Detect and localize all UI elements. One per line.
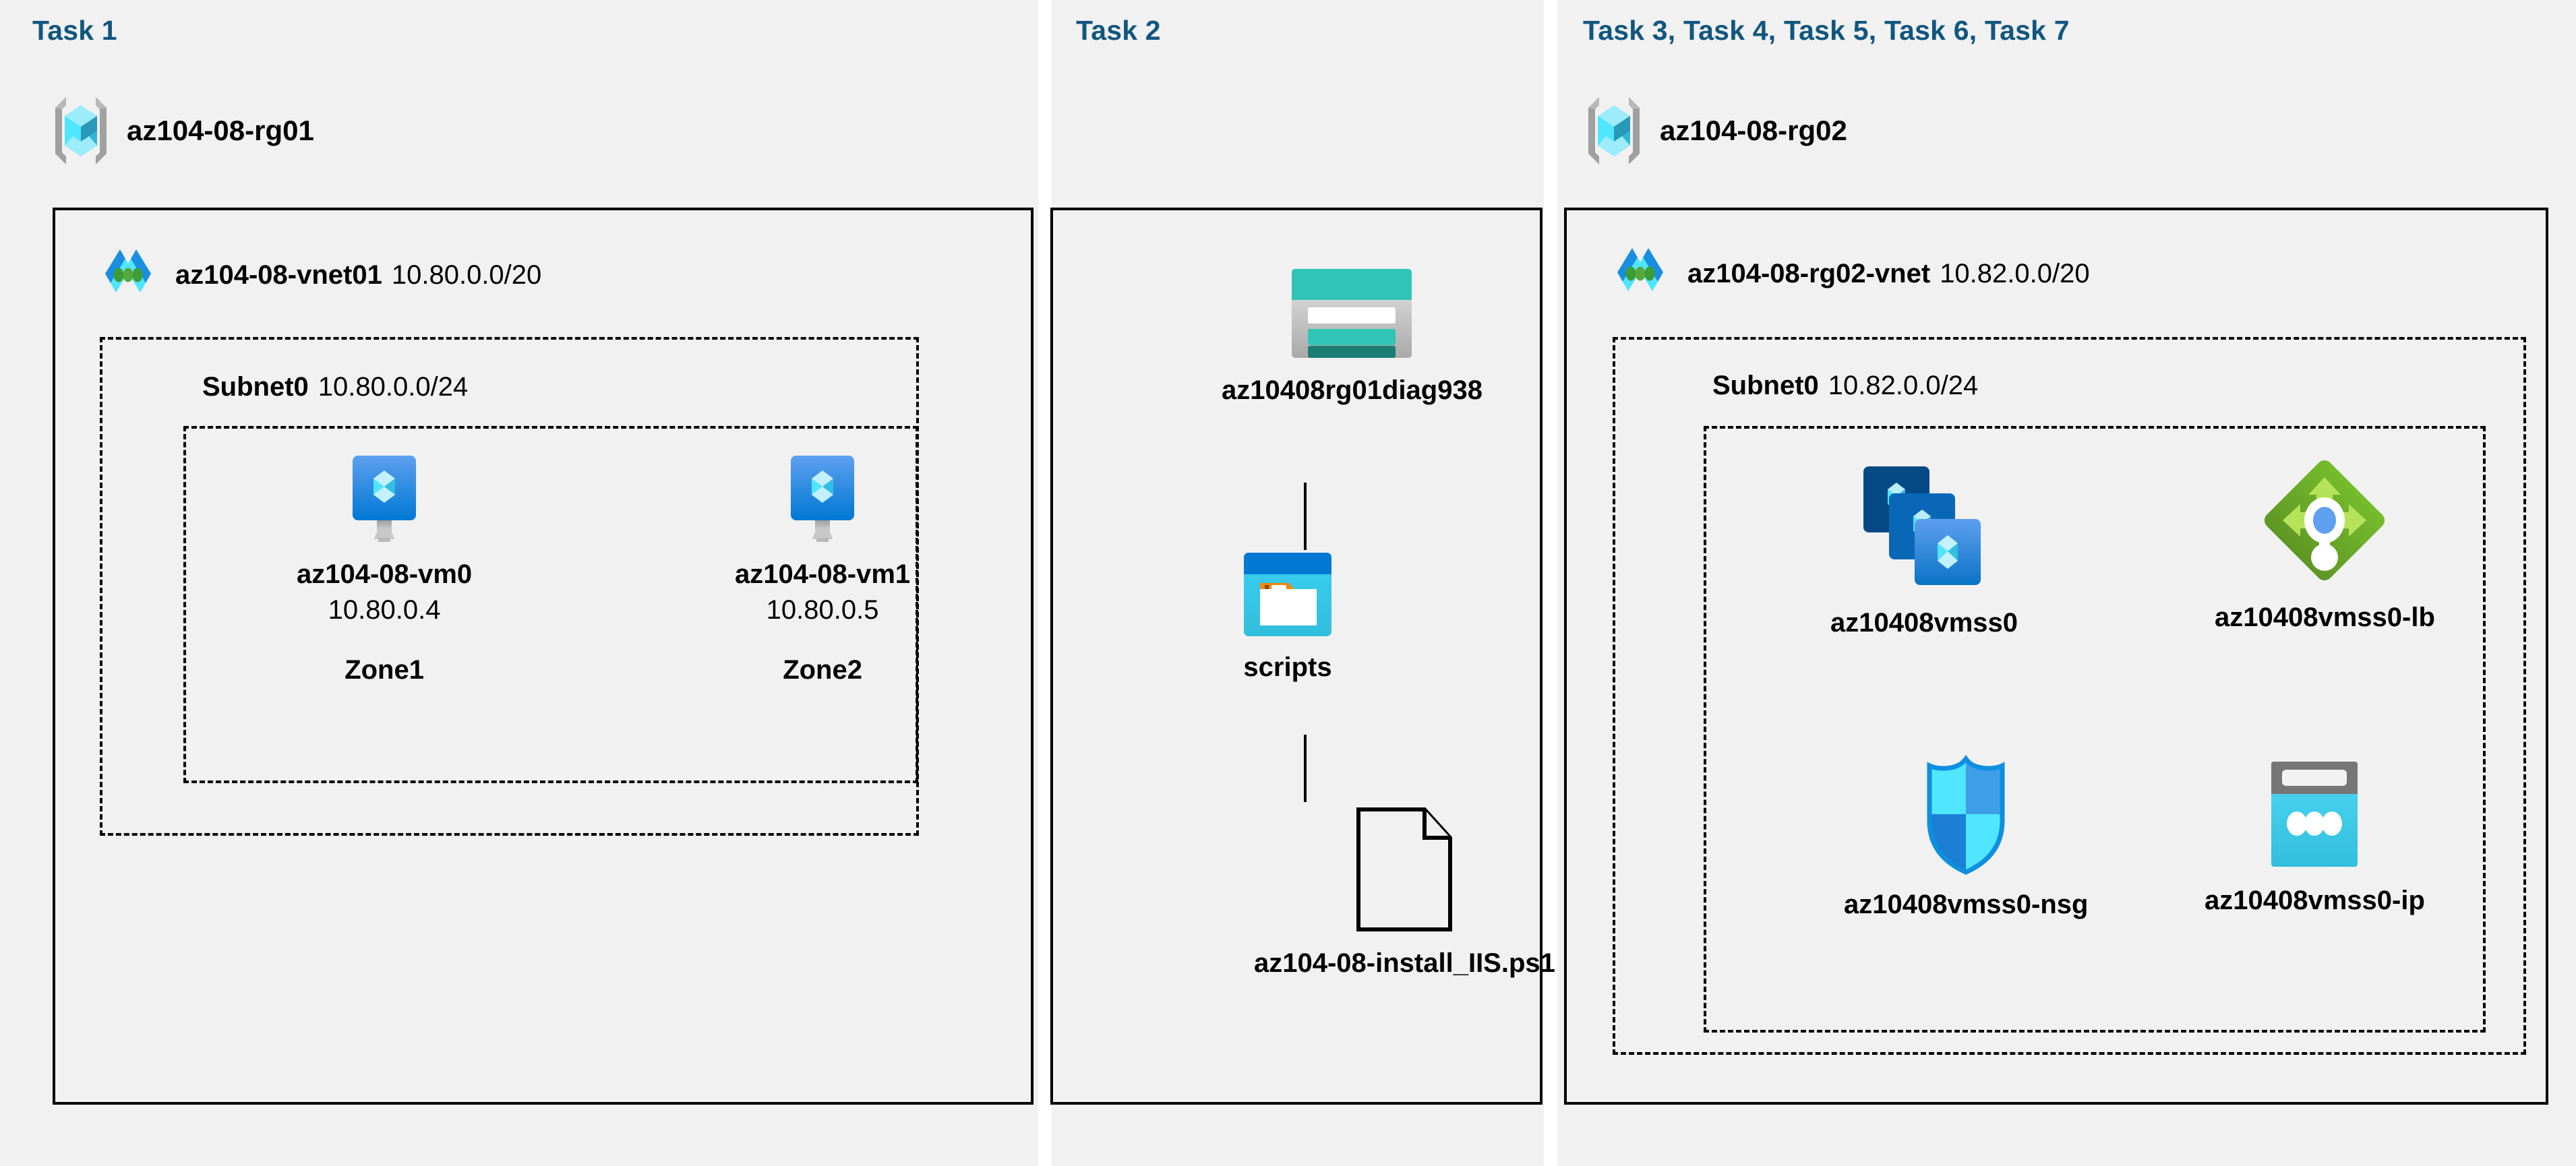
file-document-icon xyxy=(1354,805,1454,933)
vm-zone: Zone1 xyxy=(345,655,424,685)
storage-account-name: az10408rg01diag938 xyxy=(1222,375,1482,405)
task3-7-panel xyxy=(1557,0,2576,1166)
subnet-cidr: 10.80.0.0/24 xyxy=(318,372,469,402)
task3-7-subnet-header: Subnet0 10.82.0.0/24 xyxy=(1712,371,1978,401)
virtual-machine-icon xyxy=(345,453,424,545)
network-security-group-icon xyxy=(1912,754,2020,875)
resource-group-name: az104-08-rg01 xyxy=(127,115,314,146)
vm-name: az104-08-vm0 xyxy=(297,559,473,589)
task1-vm-group-box xyxy=(183,426,918,783)
task3-7-resource-group: az104-08-rg02 xyxy=(1586,94,1847,167)
resource-group-icon xyxy=(1586,94,1642,167)
task3-7-resource-group-box xyxy=(1704,426,2486,1033)
resource-group-icon xyxy=(53,94,109,167)
task2-title: Task 2 xyxy=(1076,15,1161,46)
vm-scale-set-icon xyxy=(1857,458,1991,593)
virtual-network-icon xyxy=(1608,241,1673,306)
connector-storage-to-container xyxy=(1304,483,1307,550)
resource-group-name: az104-08-rg02 xyxy=(1660,115,1847,146)
task3-7-title: Task 3, Task 4, Task 5, Task 6, Task 7 xyxy=(1583,15,2070,46)
vm-ip: 10.80.0.4 xyxy=(328,595,441,625)
storage-account-node[interactable]: az10408rg01diag938 xyxy=(1222,266,1482,406)
task3-7-subnet-box xyxy=(1613,337,2526,1055)
nsg-name: az10408vmss0-nsg xyxy=(1844,890,2089,919)
vnet-name: az104-08-rg02-vnet xyxy=(1687,258,1931,288)
task1-panel xyxy=(0,0,1038,1166)
blob-container-name: scripts xyxy=(1243,652,1332,682)
storage-account-icon xyxy=(1289,266,1414,361)
vnet-cidr: 10.80.0.0/20 xyxy=(391,259,542,290)
task3-7-vnet-header: az104-08-rg02-vnet 10.82.0.0/20 xyxy=(1608,241,2090,306)
task2-box xyxy=(1050,208,1542,1105)
vm-zone: Zone2 xyxy=(783,655,862,685)
virtual-network-icon xyxy=(96,243,160,307)
public-ip-address-icon xyxy=(2260,758,2368,871)
task1-vnet-header: az104-08-vnet01 10.80.0.0/20 xyxy=(96,243,541,307)
task3-7-vnet-box xyxy=(1564,208,2548,1105)
load-balancer-node[interactable]: az10408vmss0-lb xyxy=(2215,453,2435,633)
load-balancer-name: az10408vmss0-lb xyxy=(2215,603,2435,632)
vnet-cidr: 10.82.0.0/20 xyxy=(1940,258,2090,288)
task1-resource-group: az104-08-rg01 xyxy=(53,94,314,167)
subnet-name: Subnet0 xyxy=(1712,371,1819,400)
task1-vnet-box xyxy=(53,208,1034,1105)
task1-subnet-header: Subnet0 10.80.0.0/24 xyxy=(202,372,468,402)
vnet-name: az104-08-vnet01 xyxy=(175,259,382,290)
file-name: az104-08-install_IIS.ps1 xyxy=(1254,948,1555,978)
public-ip-name: az10408vmss0-ip xyxy=(2205,886,2425,915)
virtual-machine-icon xyxy=(783,453,862,545)
vm-ip: 10.80.0.5 xyxy=(766,595,879,625)
load-balancer-icon xyxy=(2257,453,2392,588)
vm-name: az104-08-vm1 xyxy=(735,559,911,589)
subnet-cidr: 10.82.0.0/24 xyxy=(1828,371,1979,400)
nsg-node[interactable]: az10408vmss0-nsg xyxy=(1844,754,2088,920)
public-ip-node[interactable]: az10408vmss0-ip xyxy=(2205,758,2425,916)
blob-container-icon xyxy=(1242,551,1333,638)
vm-node-0[interactable]: az104-08-vm0 10.80.0.4 Zone1 xyxy=(297,453,472,685)
task1-title: Task 1 xyxy=(32,15,117,46)
vm-node-1[interactable]: az104-08-vm1 10.80.0.5 Zone2 xyxy=(735,453,910,685)
subnet-name: Subnet0 xyxy=(202,372,309,402)
file-node[interactable]: az104-08-install_IIS.ps1 xyxy=(1254,805,1555,979)
blob-container-node[interactable]: scripts xyxy=(1242,551,1333,683)
vmss-name: az10408vmss0 xyxy=(1830,608,2018,638)
vmss-node[interactable]: az10408vmss0 xyxy=(1830,458,2018,638)
connector-container-to-file xyxy=(1304,735,1307,802)
